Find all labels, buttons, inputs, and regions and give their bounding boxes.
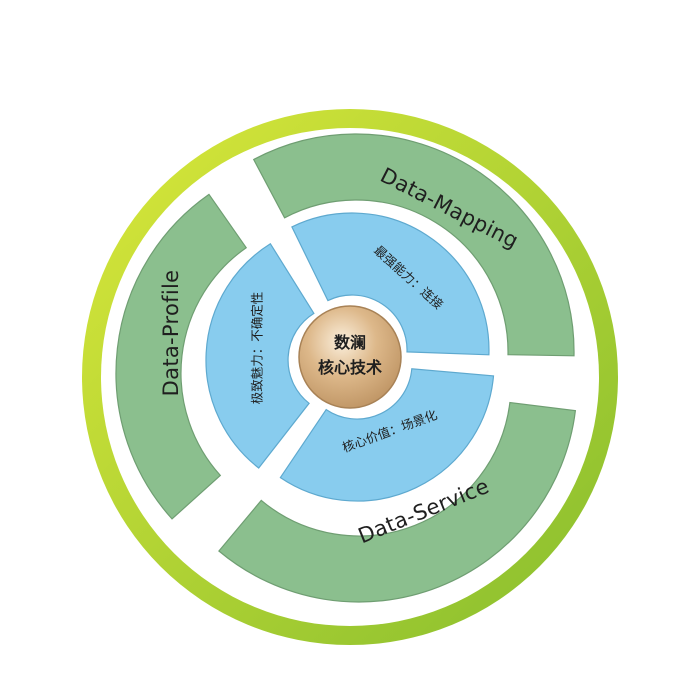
center-title-line2: 核心技术 xyxy=(318,358,382,377)
outer-segment-data-service xyxy=(218,401,577,603)
label-data-profile: Data-Profile xyxy=(159,270,183,397)
inner-segment-scenario xyxy=(279,368,495,502)
outer-segment-data-profile xyxy=(115,193,248,520)
center-hub xyxy=(298,305,402,409)
inner-segment-uncertainty xyxy=(205,242,315,469)
label-ultimate-charm: 极致魅力：不确定性 xyxy=(250,292,265,405)
outer-segment-data-mapping xyxy=(252,133,575,357)
inner-segment-connection xyxy=(291,212,490,356)
center-title-line1: 数澜 xyxy=(334,333,366,352)
